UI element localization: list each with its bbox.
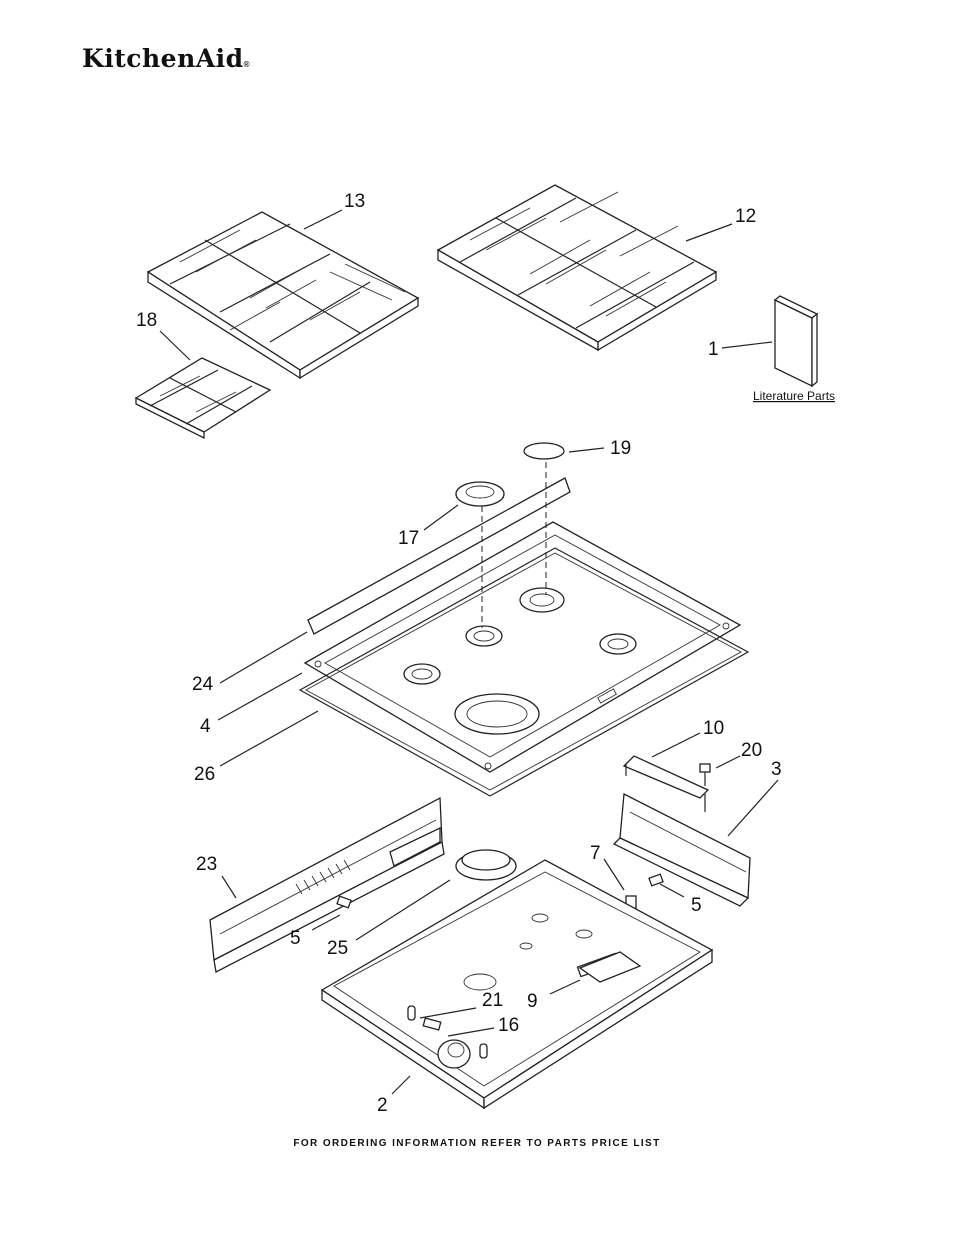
screw-part-16 <box>422 1017 442 1031</box>
callout-25: 25 <box>327 938 348 959</box>
logo-text: KitchenAid <box>82 44 244 73</box>
cooktop-surface-part-4 <box>303 521 742 773</box>
screw-part-5-right <box>648 873 664 887</box>
bracket-part-10 <box>622 755 710 812</box>
callout-5-left: 5 <box>290 928 301 949</box>
callout-4: 4 <box>200 716 211 737</box>
screw-part-20 <box>699 763 711 786</box>
footer-note: FOR ORDERING INFORMATION REFER TO PARTS … <box>293 1138 661 1149</box>
callout-10: 10 <box>703 718 724 739</box>
callout-1: 1 <box>708 339 719 360</box>
callout-16: 16 <box>498 1015 519 1036</box>
literature-booklet-part-1 <box>773 295 819 388</box>
callout-20: 20 <box>741 740 762 761</box>
registered-mark: ® <box>243 60 251 69</box>
burner-base-part-25 <box>455 849 517 881</box>
callout-7: 7 <box>590 843 601 864</box>
callout-17: 17 <box>398 528 419 549</box>
callout-19: 19 <box>610 438 631 459</box>
kitchenaid-logo: KitchenAid® <box>82 44 250 73</box>
callout-26: 26 <box>194 764 215 785</box>
callout-21: 21 <box>482 990 503 1011</box>
grate-right-part-12 <box>436 184 718 352</box>
side-rail-left-part-23 <box>209 796 445 973</box>
grate-small-part-18 <box>134 357 272 440</box>
callout-13: 13 <box>344 191 365 212</box>
callout-3: 3 <box>771 759 782 780</box>
grate-left-part-13 <box>146 211 420 380</box>
callout-5-right: 5 <box>691 895 702 916</box>
callout-9: 9 <box>527 991 538 1012</box>
callout-24: 24 <box>192 674 214 695</box>
burner-ring-part-17 <box>455 481 505 507</box>
leader-lines <box>159 209 779 1095</box>
valve-part-9 <box>578 951 642 983</box>
gasket-part-26 <box>298 547 750 797</box>
screw-part-5-left <box>336 895 352 909</box>
callout-12: 12 <box>735 206 756 227</box>
callout-23: 23 <box>196 854 217 875</box>
burner-box-part-2 <box>320 859 714 1110</box>
callout-2: 2 <box>377 1095 388 1116</box>
burner-cap-part-19 <box>523 442 565 460</box>
callout-18: 18 <box>136 310 157 331</box>
orifice-part-21 <box>407 1005 488 1059</box>
side-rail-right-part-3 <box>612 792 751 907</box>
literature-parts-label: Literature Parts <box>753 389 835 403</box>
